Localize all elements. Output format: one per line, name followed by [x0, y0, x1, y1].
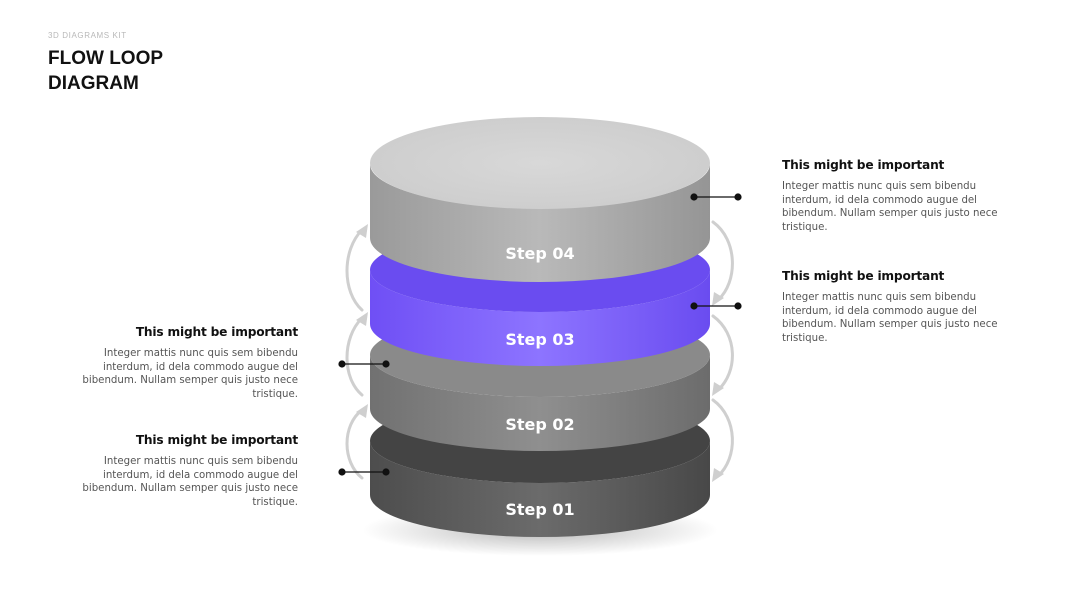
callout-left-bottom-text: Integer mattis nunc quis sem bibendu int…	[82, 456, 298, 508]
loop-arrow-right-top	[711, 220, 734, 302]
kit-label: 3D DIAGRAMS KIT	[48, 31, 127, 40]
callout-left-middle: This might be important Integer mattis n…	[82, 325, 298, 401]
page-title: FLOW LOOP DIAGRAM	[48, 46, 268, 96]
page-title-line-2: DIAGRAM	[48, 73, 139, 94]
disk-step-04-side	[370, 164, 710, 282]
loop-arrowhead-right-bottom	[712, 468, 724, 482]
callout-right-middle-text: Integer mattis nunc quis sem bibendu int…	[782, 292, 998, 344]
callout-right-middle-title: This might be important	[782, 269, 945, 283]
loop-arrowhead-right-top	[712, 292, 724, 306]
step-label-03: Step 03	[505, 330, 574, 349]
step-label-01: Step 01	[505, 500, 574, 519]
callout-right-top: This might be important Integer mattis n…	[782, 158, 998, 234]
connector-right-1-dot-outer	[734, 193, 742, 201]
loop-arrowhead-left-bottom	[356, 404, 368, 418]
connector-left-1-dot-outer	[338, 360, 346, 368]
disk-step-02-side	[370, 355, 710, 451]
step-label-02: Step 02	[505, 415, 574, 434]
connector-right-2-dot-outer	[734, 302, 742, 310]
loop-arrowhead-left-top	[356, 224, 368, 238]
connector-left-2-dot-inner	[382, 468, 390, 476]
loop-arrow-right-bottom	[711, 398, 734, 478]
loop-arrow-left-middle	[345, 316, 364, 397]
connector-right-1-dot-inner	[690, 193, 698, 201]
loop-arrowhead-right-middle	[712, 382, 724, 396]
callout-right-top-text: Integer mattis nunc quis sem bibendu int…	[782, 181, 998, 233]
step-label-04: Step 04	[505, 244, 574, 263]
disk-step-04-top	[370, 117, 710, 209]
connector-left-1-dot-inner	[382, 360, 390, 368]
callout-right-top-title: This might be important	[782, 158, 945, 172]
callout-right-middle: This might be important Integer mattis n…	[782, 269, 998, 345]
loop-arrow-left-top	[345, 228, 364, 312]
connector-right-2-dot-inner	[690, 302, 698, 310]
callout-left-bottom-title: This might be important	[135, 433, 298, 447]
loop-arrowhead-left-middle	[356, 312, 368, 326]
disk-step-01-side	[370, 441, 710, 537]
disk-step-04	[370, 117, 710, 282]
callout-left-middle-title: This might be important	[135, 325, 298, 339]
loop-arrow-right-middle	[711, 314, 734, 392]
callout-left-middle-text: Integer mattis nunc quis sem bibendu int…	[82, 348, 298, 400]
connector-left-2-dot-outer	[338, 468, 346, 476]
loop-arrow-left-bottom	[345, 408, 364, 480]
callout-left-bottom: This might be important Integer mattis n…	[82, 433, 298, 509]
disk-step-03-side	[370, 270, 710, 366]
page-title-line-1: FLOW LOOP	[48, 48, 164, 69]
